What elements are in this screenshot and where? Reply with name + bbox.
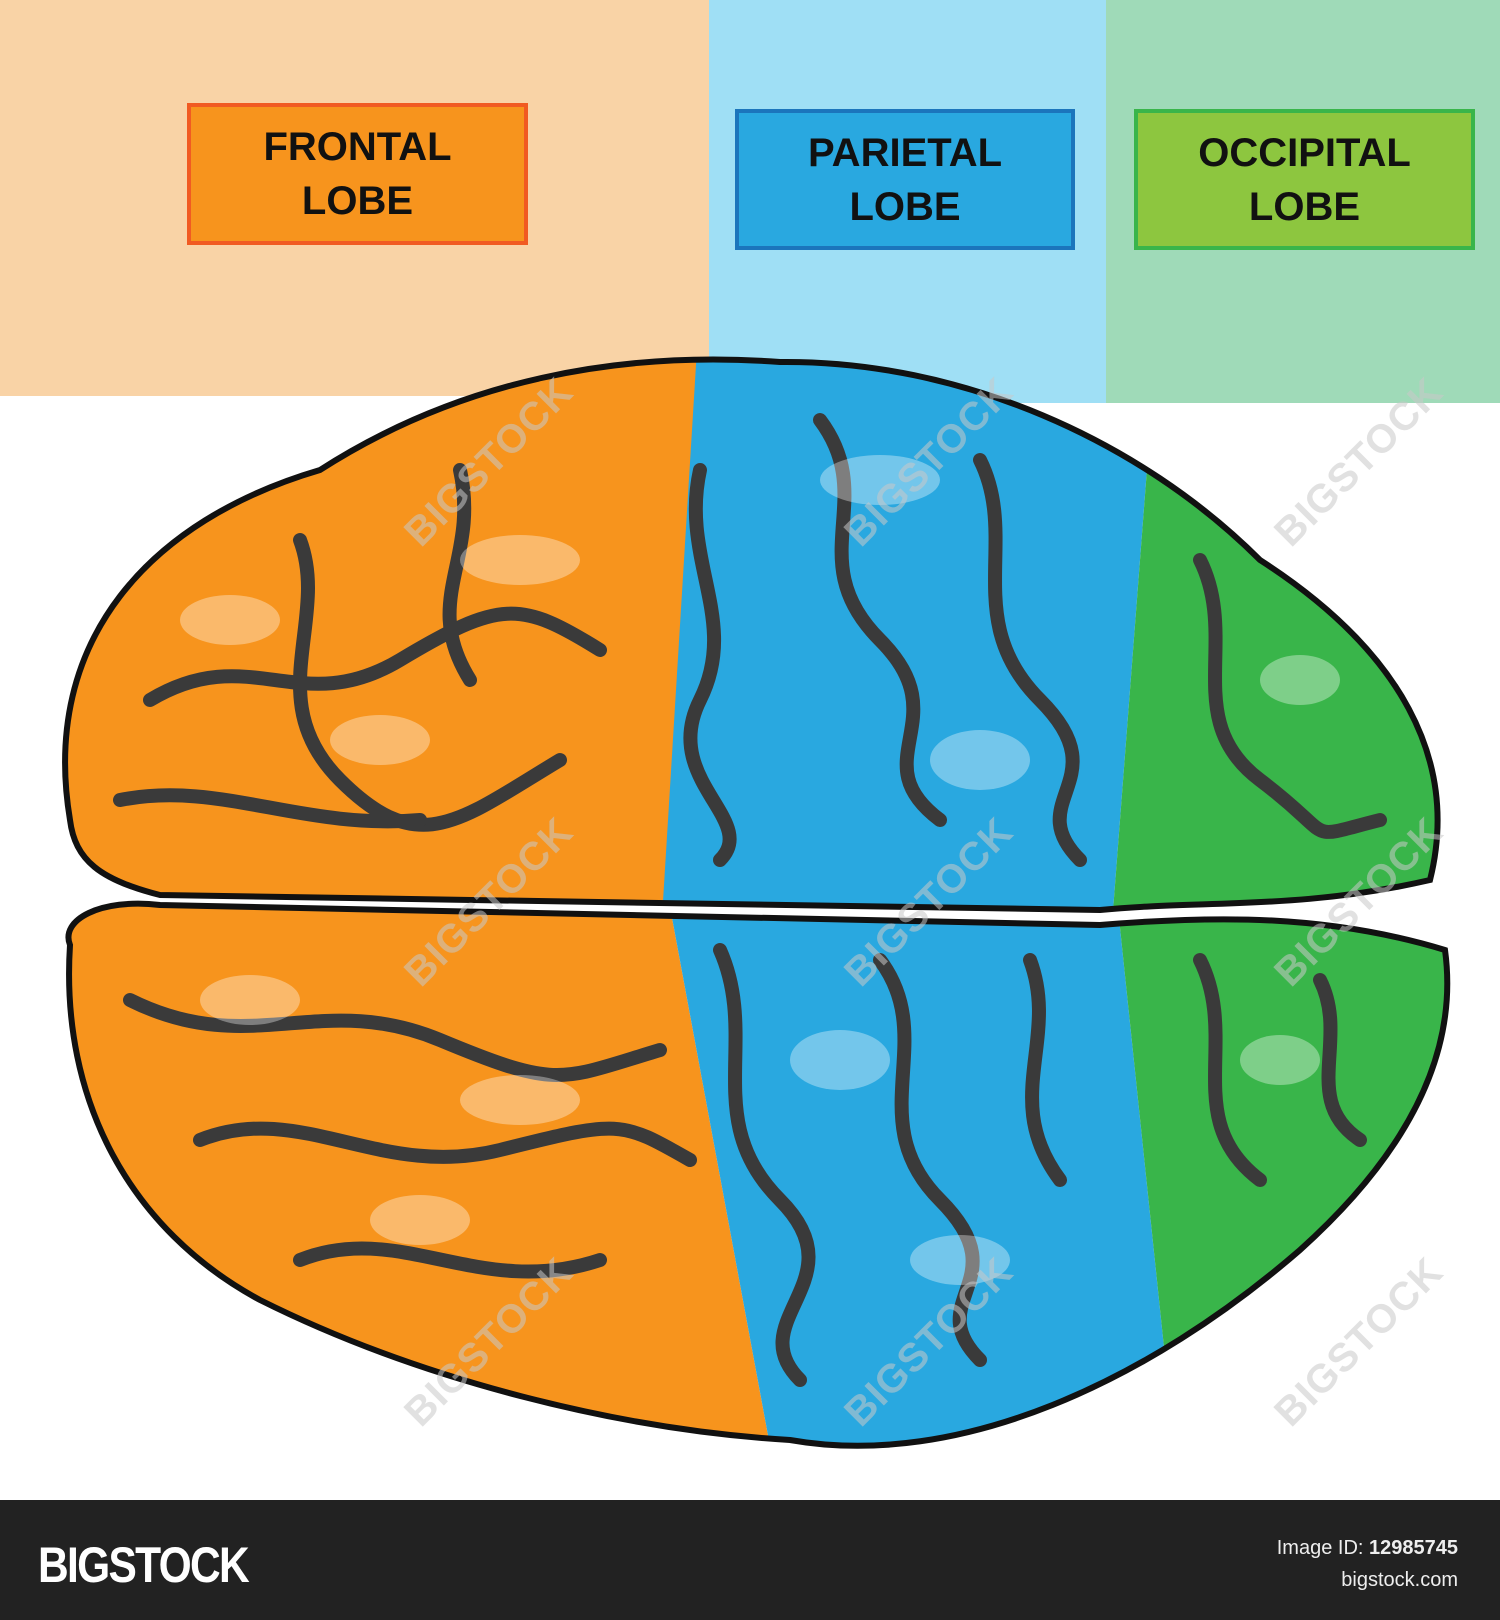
image-id: 12985745 [1369, 1537, 1458, 1559]
frontal-lobe-label: FRONTAL LOBE [187, 103, 528, 245]
label-line: LOBE [849, 184, 961, 229]
image-id-label: Image ID: [1276, 1537, 1364, 1559]
label-line: LOBE [301, 179, 414, 223]
label-line: OCCIPITAL [1198, 130, 1411, 175]
left-hemisphere [62, 356, 1441, 914]
bigstock-logo: BIGSTOCK [38, 1537, 250, 1593]
image-info: Image ID: 12985745 bigstock.com [1277, 1532, 1458, 1596]
occipital-lobe-label: OCCIPITAL LOBE [1134, 109, 1475, 250]
site-url: bigstock.com [1341, 1569, 1458, 1591]
label-line: LOBE [1248, 184, 1361, 229]
footer-bar: BIGSTOCK Image ID: 12985745 bigstock.com [0, 1500, 1500, 1620]
brain-illustration [62, 356, 1451, 1449]
label-line: FRONTAL [263, 125, 452, 169]
parietal-lobe-label: PARIETAL LOBE [735, 109, 1075, 250]
frontal-region [65, 359, 700, 910]
label-line: PARIETAL [807, 130, 1003, 175]
frontal-region [68, 903, 780, 1446]
parietal-region [660, 359, 1160, 910]
